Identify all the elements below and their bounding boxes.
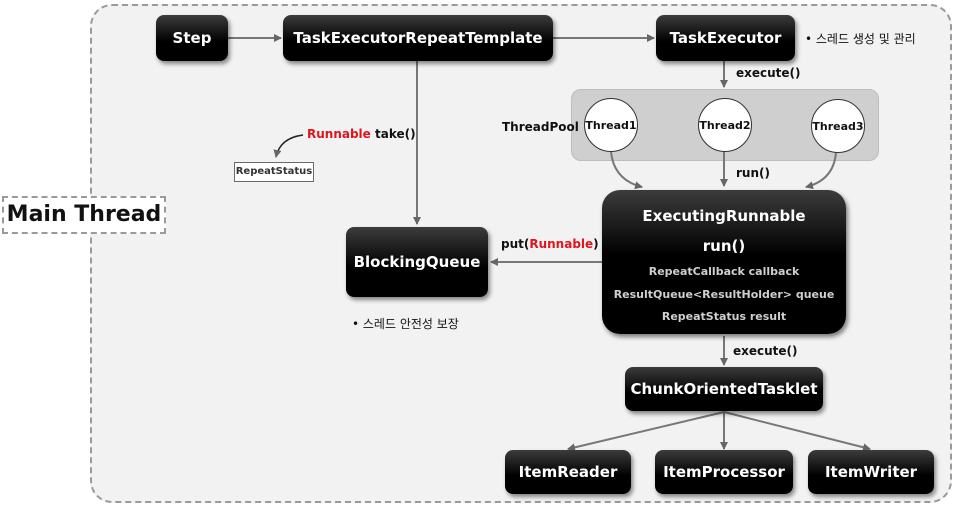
thread1-circle: Thread1 (584, 98, 638, 152)
put-suffix: ) (593, 237, 599, 251)
edge-tasklet-reader (567, 411, 725, 452)
chunk-oriented-tasklet-node: ChunkOrientedTasklet (625, 367, 823, 411)
item-reader-node: ItemReader (505, 450, 631, 494)
queue-note: • 스레드 안전성 보장 (352, 317, 459, 331)
thread2-circle: Thread2 (698, 98, 752, 152)
executing-runnable-title: ExecutingRunnable (642, 207, 806, 225)
repeat-status-box: RepeatStatus (234, 162, 314, 182)
put-prefix: put( (501, 237, 530, 251)
field-result: RepeatStatus result (661, 310, 787, 323)
edge-thread1-runnable (610, 151, 643, 190)
edge-thread3-runnable (805, 151, 837, 190)
executor-note: • 스레드 생성 및 관리 (805, 32, 916, 46)
edge-tasklet-writer (723, 411, 871, 452)
run-label: run() (736, 166, 770, 180)
take-label: Runnable take() (307, 127, 416, 141)
field-callback: RepeatCallback callback (648, 265, 800, 278)
task-executor-repeat-template-node: TaskExecutorRepeatTemplate (283, 15, 553, 61)
step-node: Step (156, 15, 228, 61)
task-executor-node: TaskExecutor (656, 15, 795, 61)
main-thread-label: Main Thread (2, 196, 166, 234)
blocking-queue-node: BlockingQueue (346, 227, 488, 297)
take-method: take() (375, 127, 416, 141)
item-processor-node: ItemProcessor (655, 450, 793, 494)
thread-pool-label: ThreadPool (502, 120, 579, 134)
put-runnable-arg: Runnable (529, 237, 594, 251)
put-label: put(Runnable) (501, 237, 599, 251)
take-runnable-type: Runnable (307, 127, 371, 141)
executing-runnable-node: ExecutingRunnable run() RepeatCallback c… (602, 190, 846, 334)
item-writer-node: ItemWriter (808, 450, 934, 494)
thread3-circle: Thread3 (811, 99, 865, 153)
execute-label-top: execute() (736, 66, 801, 80)
executing-runnable-method: run() (702, 237, 746, 255)
edge-take-curve (273, 134, 304, 158)
execute-label-bottom: execute() (733, 344, 798, 358)
field-queue: ResultQueue<ResultHolder> queue (613, 288, 835, 301)
